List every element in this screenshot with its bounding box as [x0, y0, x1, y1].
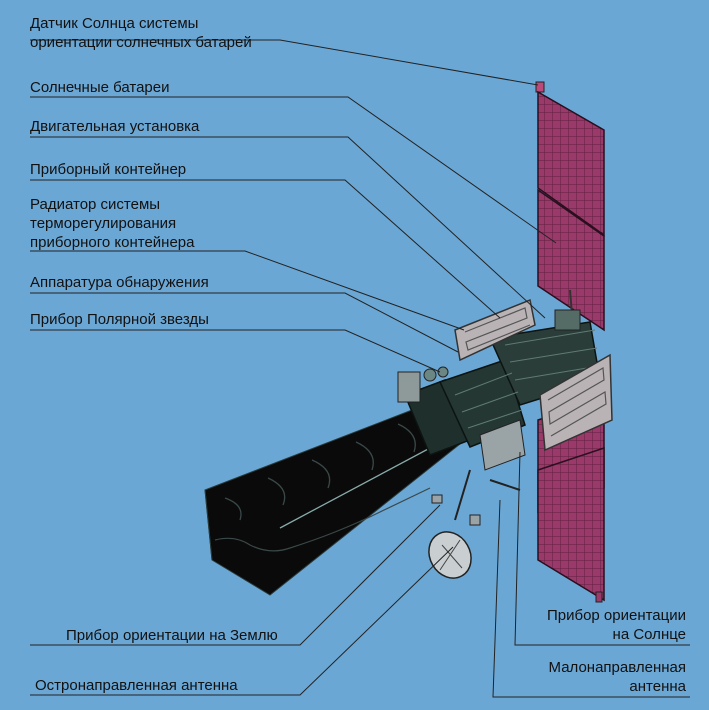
- label-engine: Двигательная установка: [30, 118, 200, 135]
- radiator-panels: [454, 298, 613, 452]
- label-detection: Аппаратура обнаружения: [30, 274, 209, 291]
- detection-hood: [204, 404, 466, 596]
- label-high-gain: Остронаправленная антенна: [35, 677, 238, 694]
- label-radiator: Радиатор системы терморегулирования приб…: [30, 196, 195, 251]
- label-earth-sensor: Прибор ориентации на Землю: [66, 627, 278, 644]
- engine-unit: [397, 309, 581, 471]
- label-solar-panels: Солнечные батареи: [30, 79, 170, 96]
- label-sun-sensor: Датчик Солнца системы ориентации солнечн…: [30, 15, 252, 51]
- label-polaris: Прибор Полярной звезды: [30, 311, 209, 328]
- label-container: Приборный контейнер: [30, 161, 187, 178]
- leader-lines: [30, 39, 690, 698]
- label-sun-orient: Прибор ориентации на Солнце: [546, 607, 686, 643]
- solar-panel-upper: [535, 81, 605, 332]
- high-gain-antenna: [428, 469, 521, 579]
- label-low-gain: Малонаправленная антенна: [548, 659, 686, 695]
- sun-sensor-unit: [535, 81, 545, 93]
